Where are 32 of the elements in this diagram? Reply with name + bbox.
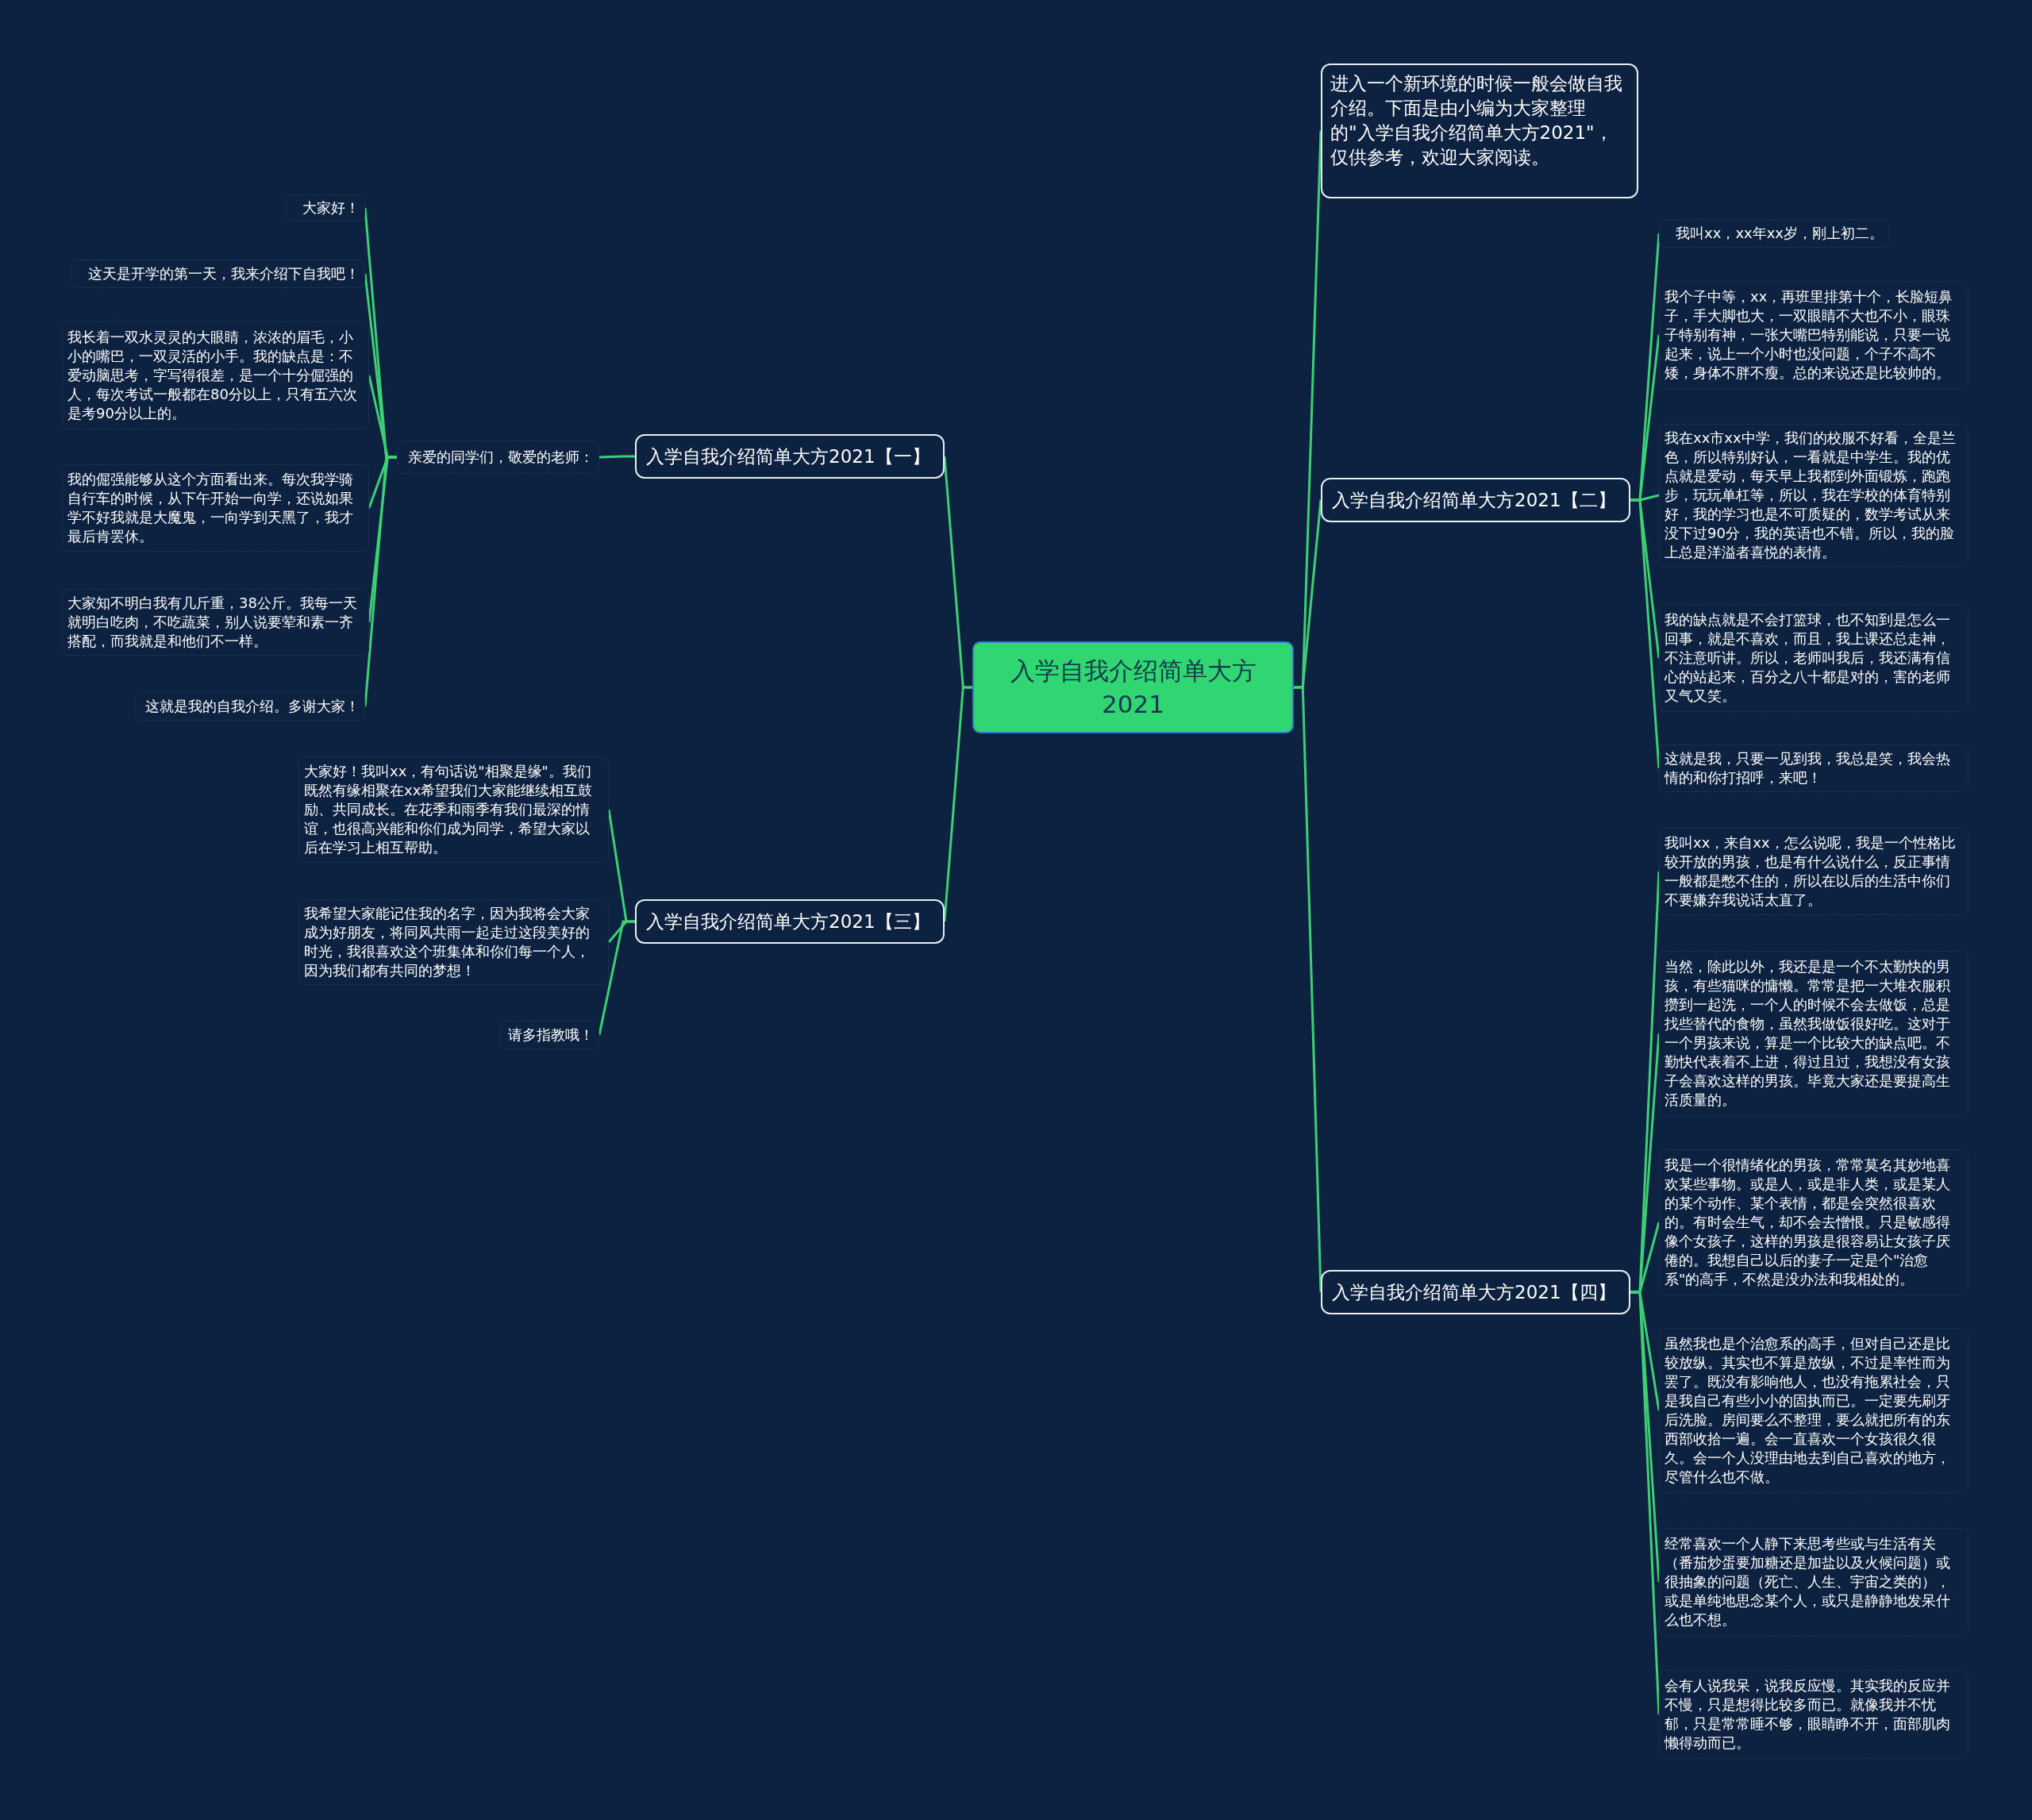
note-box: 我的缺点就是不会打篮球，也不知到是怎么一回事，就是不喜欢，而且，我上课还总走神，不注意听讲。所以，老师叫我后，我还满有信心的站起来，百分之八十都是对的，害的老师又气又笑。 <box>1659 604 1968 712</box>
intro-box: 进入一个新环境的时候一般会做自我介绍。下面是由小编为大家整理的"入学自我介绍简单大方2021"，仅供参考，欢迎大家阅读。 <box>1321 63 1638 198</box>
subtopic-box: 入学自我介绍简单大方2021【一】 <box>635 434 945 479</box>
connector-line <box>598 920 635 1036</box>
note-box: 我叫xx，xx年xx岁，刚上初二。 <box>1659 219 1889 248</box>
note-box: 虽然我也是个治愈系的高手，但对自己还是比较放纵。其实也不算是放纵，不过是率性而为罢了。既没有影响他人，也没有拖累社会，只是我自己有些小小的固执而已。一定要先刷牙后洗脸。房间要么不整理，要么就把所有的东西部收拾一遍。会一直喜欢一个女孩很久很久。会一个人没理由地去到自己喜欢的地方，尽管什么也不做。 <box>1659 1328 1968 1493</box>
connector-line <box>1294 686 1322 1293</box>
connector-line <box>1630 498 1661 769</box>
note-box: 我叫xx，来自xx，怎么说呢，我是一个性格比较开放的男孩，也是有什么说什么，反正事情一般都是憋不住的，所以在以后的生活中你们不要嫌弃我说话太直了。 <box>1659 828 1968 915</box>
note-box: 大家好！我叫xx，有句话说"相聚是缘"。我们既然有缘相聚在xx希望我们大家能继续相互鼓励、共同成长。在花季和雨季有我们最深的情谊，也很高兴能和你们成为同学，希望大家以后在学习上相互帮助。 <box>298 756 609 863</box>
note-box: 我的倔强能够从这个方面看出来。每次我学骑自行车的时候，从下午开始一向学，还说如果学不好我就是大魔鬼，一向学到天黑了，我才最后肯罢休。 <box>62 464 369 552</box>
note-box: 请多指教哦！ <box>500 1021 599 1049</box>
note-box: 亲爱的同学们，敬爱的老师： <box>397 441 599 474</box>
note-box: 这就是我，只要一见到我，我总是笑，我会热情的和你打招呼，来吧！ <box>1659 745 1968 792</box>
note-box: 这天是开学的第一天，我来介绍下自我吧！ <box>71 260 365 288</box>
connector-line <box>598 455 635 459</box>
subtopic-box: 入学自我介绍简单大方2021【四】 <box>1321 1270 1630 1314</box>
note-box: 经常喜欢一个人静下来思考些或与生活有关（番茄炒蛋要加糖还是加盐以及火候问题）或很抽象的问题（死亡、人生、宇宙之类的），或是单纯地思念某个人，或只是静静地发呆什么也不想。 <box>1659 1528 1968 1636</box>
central-topic: 入学自我介绍简单大方2021 <box>972 641 1294 733</box>
subtopic-box: 入学自我介绍简单大方2021【二】 <box>1321 478 1630 522</box>
note-box: 这就是我的自我介绍。多谢大家！ <box>135 692 365 721</box>
note-box: 我在xx市xx中学，我们的校服不好看，全是兰色，所以特别好认，一看就是中学生。我的优点就是爱动，每天早上我都到外面锻炼，跑跑步，玩玩单杠等，所以，我在学校的体育特别好，我的学习也是不可质疑的，数学考试从来没下过90分，我的英语也不错。所以，我的脸上总是洋溢者喜悦的表情。 <box>1659 424 1968 567</box>
subtopic-box: 入学自我介绍简单大方2021【三】 <box>635 899 945 944</box>
note-box: 当然，除此以外，我还是是一个不太勤快的男孩，有些猫咪的慵懒。常常是把一大堆衣服积攒到一起洗，一个人的时候不会去做饭，总是找些替代的食物，虽然我做饭很好吃。这对于一个男孩来说，算是一个比较大的缺点吧。不勤快代表着不上进，得过且过，我想没有女孩子会喜欢这样的男孩。毕竟大家还是要提高生活质量的。 <box>1659 951 1968 1116</box>
note-box: 大家知不明白我有几斤重，38公斤。我每一天就明白吃肉，不吃蔬菜，别人说要荤和素一齐搭配，而我就是和他们不一样。 <box>62 589 369 656</box>
note-box: 我是一个很情绪化的男孩，常常莫名其妙地喜欢某些事物。或是人，或是非人类，或是某人的某个动作、某个表情，都是会突然很喜欢的。有时会生气，却不会去憎恨。只是敏感得像个女孩子，这样的男孩是很容易让女孩子厌倦的。我想自己以后的妻子一定是个"治愈系"的高手，不然是没办法和我相处的。 <box>1659 1149 1968 1295</box>
note-box: 我长着一双水灵灵的大眼睛，浓浓的眉毛，小小的嘴巴，一双灵活的小手。我的缺点是：不爱动脑思考，字写得很差，是一个十分倔强的人，每次考试一般都在80分以上，只有五六次是考90分以上的。 <box>62 321 369 429</box>
note-box: 会有人说我呆，说我反应慢。其实我的反应并不慢，只是想得比较多而已。就像我并不忧郁，只是常常睡不够，眼睛睁不开，面部肌肉懒得动而已。 <box>1659 1670 1968 1759</box>
note-box: 我个子中等，xx，再班里排第十个，长脸短鼻子，手大脚也大，一双眼睛不大也不小，眼珠子特别有神，一张大嘴巴特别能说，只要一说起来，说上一个小时也没问题，个子不高不矮，身体不胖不瘦。总的来说还是比较帅的。 <box>1659 281 1968 389</box>
connector-line <box>943 686 972 922</box>
note-box: 大家好！ <box>286 194 365 221</box>
note-box: 我希望大家能记住我的名字，因为我将会大家成为好朋友，将同风共雨一起走过这段美好的时光，我很喜欢这个班集体和你们每一个人，因为我们都有共同的梦想！ <box>298 899 609 985</box>
